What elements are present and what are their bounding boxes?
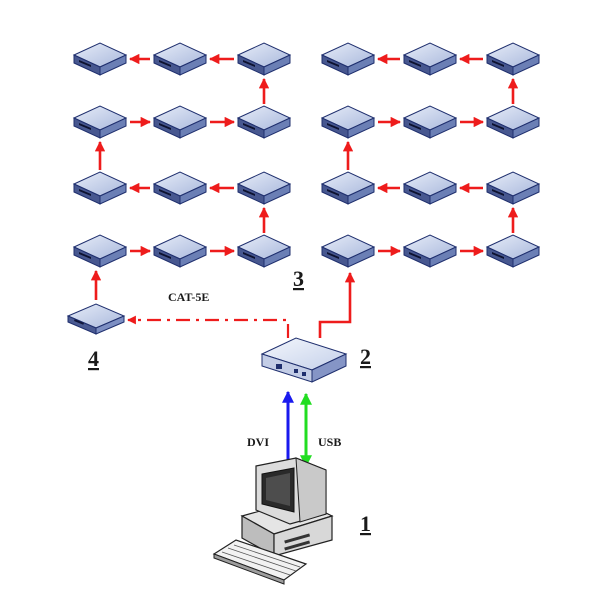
receiver-box-icon [236, 171, 292, 205]
receiver-box-icon [236, 42, 292, 76]
receiver-box-icon [152, 234, 208, 268]
chain-connections [90, 53, 519, 468]
receiver-box-icon [236, 234, 292, 268]
transmitter-box-icon [260, 337, 348, 383]
pc-number-label: 1 [360, 511, 371, 536]
receiver-box-icon [402, 171, 458, 205]
receiver-box-icon [72, 234, 128, 268]
receiver-box-icon [402, 42, 458, 76]
receiver-box-icon [485, 42, 541, 76]
receiver-box-icon [152, 105, 208, 139]
remote-number-label: 4 [88, 346, 99, 371]
receiver-box-icon [236, 105, 292, 139]
chain-number-label: 3 [293, 266, 304, 291]
receiver-box-icon [72, 171, 128, 205]
dvi-label: DVI [247, 435, 269, 449]
receiver-box-icon [72, 42, 128, 76]
receiver-box-icon [485, 234, 541, 268]
cable-type-label: CAT-5E [168, 290, 209, 304]
remote-receiver-icon [66, 303, 126, 335]
receiver-box-icon [402, 234, 458, 268]
receiver-box-icon [485, 171, 541, 205]
receiver-box-icon [320, 234, 376, 268]
receiver-box-icon [72, 105, 128, 139]
receiver-box-icon [402, 105, 458, 139]
receiver-box-icon [320, 42, 376, 76]
desktop-computer-icon [212, 457, 334, 585]
receiver-box-icon [320, 171, 376, 205]
receiver-box-icon [152, 42, 208, 76]
usb-label: USB [318, 435, 341, 449]
receiver-box-icon [152, 171, 208, 205]
receiver-box-icon [485, 105, 541, 139]
receiver-box-icon [320, 105, 376, 139]
cat5e-cable-arrow [127, 315, 290, 338]
main-unit-number-label: 2 [360, 344, 371, 369]
main-to-grid-arrow [318, 271, 356, 338]
receiver-grid [72, 42, 541, 268]
